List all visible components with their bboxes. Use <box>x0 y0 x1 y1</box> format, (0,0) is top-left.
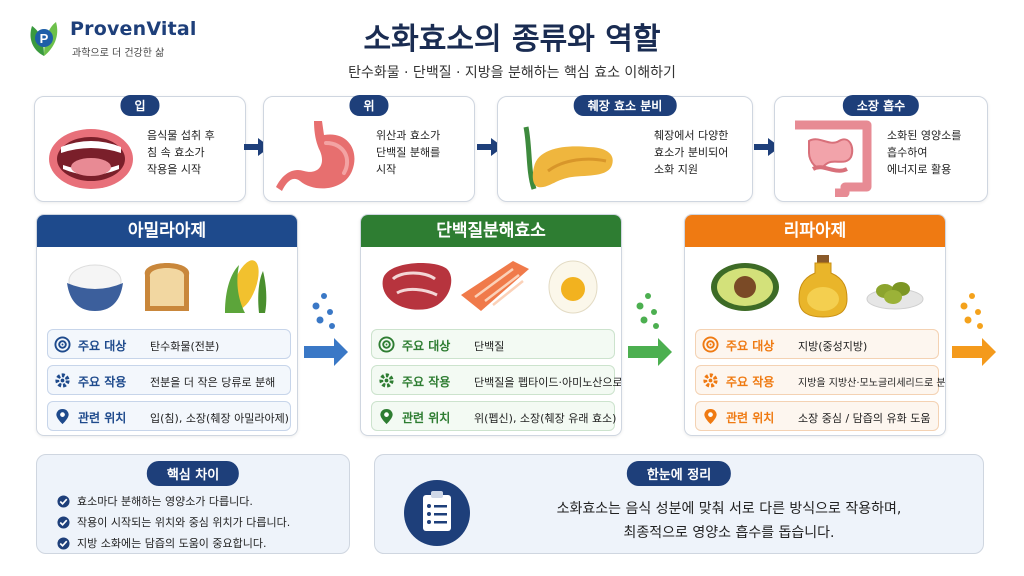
food-illustrations <box>685 247 945 323</box>
enzyme-card-lipase: 리파아제 주요 대상 지방(중성지방) 주요 작용 지방을 지방산·모노글리세리… <box>684 214 946 436</box>
key-difference-list: 효소마다 분해하는 영양소가 다릅니다. 작용이 시작되는 위치와 중심 위치가… <box>57 491 290 554</box>
info-row-target: 주요 대상 지방(중성지방) <box>695 329 939 359</box>
flow-arrow-icon <box>477 138 503 156</box>
leaf-logo-icon: P <box>30 22 58 56</box>
steak-icon <box>382 263 452 310</box>
target-icon <box>54 336 71 353</box>
stage-card-mouth: 입 음식물 섭취 후 침 속 효소가 작용을 시작 <box>34 95 246 202</box>
page-subtitle: 탄수화물 · 단백질 · 지방을 분해하는 핵심 효소 이해하기 <box>348 65 676 81</box>
brand-name: ProvenVital <box>70 18 197 40</box>
stage-description: 췌장에서 다양한 효소가 분비되어 소화 지원 <box>654 129 729 176</box>
salmon-icon <box>461 261 529 311</box>
location-pin-icon <box>56 408 69 425</box>
blue-flow-arrow-icon <box>304 293 348 366</box>
list-item: 작용이 시작되는 위치와 중심 위치가 다릅니다. <box>57 512 290 533</box>
flow-arrow-icon <box>754 138 780 156</box>
stage-title: 위 <box>349 95 389 116</box>
svg-text:P: P <box>40 31 49 46</box>
info-label: 주요 대상 <box>78 339 127 353</box>
enzyme-card-title: 단백질분해효소 <box>361 215 621 247</box>
info-value: 입(침), 소장(췌장 아밀라아제) <box>150 412 289 425</box>
summary-box: 한눈에 정리 소화효소는 음식 성분에 맞춰 서로 다른 방식으로 작용하며, … <box>374 454 984 554</box>
pancreas-icon <box>523 126 613 190</box>
mouth-icon <box>49 129 133 189</box>
info-value: 탄수화물(전분) <box>150 340 220 353</box>
location-pin-icon <box>704 408 717 425</box>
food-illustrations <box>37 247 297 323</box>
info-label: 관련 위치 <box>78 411 127 425</box>
corn-icon <box>225 260 267 313</box>
info-value: 단백질 <box>474 340 505 353</box>
enzyme-card-title: 리파아제 <box>685 215 945 247</box>
stage-title: 입 <box>120 95 160 116</box>
check-circle-icon <box>57 537 70 550</box>
gear-icon <box>379 373 394 388</box>
stage-description: 음식물 섭취 후 침 속 효소가 작용을 시작 <box>147 129 215 176</box>
info-value: 위(펩신), 소장(췌장 유래 효소) <box>474 412 617 425</box>
info-row-location: 관련 위치 입(침), 소장(췌장 아밀라아제) <box>47 401 291 431</box>
info-row-target: 주요 대상 탄수화물(전분) <box>47 329 291 359</box>
olives-icon <box>866 282 924 310</box>
info-label: 주요 작용 <box>78 375 127 389</box>
brand-tagline: 과학으로 더 건강한 삶 <box>72 48 165 59</box>
target-icon <box>702 336 719 353</box>
info-label: 주요 작용 <box>402 375 451 389</box>
gear-icon <box>55 373 70 388</box>
intestine-icon <box>795 120 872 197</box>
info-label: 주요 작용 <box>726 375 775 389</box>
bread-icon <box>144 263 190 311</box>
info-label: 주요 대상 <box>402 339 451 353</box>
stage-card-small-intestine: 소장 흡수 소화된 영양소를 흡수하여 에너지로 활용 <box>774 95 988 202</box>
enzyme-card-title: 아밀라아제 <box>37 215 297 247</box>
key-difference-title: 핵심 차이 <box>146 461 240 486</box>
info-label: 관련 위치 <box>402 411 451 425</box>
clipboard-icon <box>404 480 470 546</box>
check-circle-icon <box>57 516 70 529</box>
food-illustrations <box>361 247 621 323</box>
target-icon <box>378 336 395 353</box>
avocado-icon <box>711 263 779 311</box>
info-row-location: 관련 위치 소장 중심 / 담즙의 유화 도움 <box>695 401 939 431</box>
rice-icon <box>67 264 123 311</box>
stage-title: 소장 흡수 <box>842 95 920 116</box>
info-label: 주요 대상 <box>726 339 775 353</box>
enzyme-card-amylase: 아밀라아제 주요 대상 탄수화물(전분) 주요 작용 전분을 더 작은 당류로 … <box>36 214 298 436</box>
stage-description: 소화된 영양소를 흡수하여 에너지로 활용 <box>887 129 962 176</box>
stage-card-stomach: 위 위산과 효소가 단백질 분해를 시작 <box>263 95 475 202</box>
check-circle-icon <box>57 495 70 508</box>
info-row-location: 관련 위치 위(펩신), 소장(췌장 유래 효소) <box>371 401 617 431</box>
info-value: 지방(중성지방) <box>798 340 868 353</box>
green-flow-arrow-icon <box>628 293 672 366</box>
stomach-icon <box>276 121 355 191</box>
info-row-target: 주요 대상 단백질 <box>371 329 615 359</box>
info-row-action: 주요 작용 지방을 지방산·모노글리세리드로 분해 <box>695 365 945 395</box>
orange-flow-arrow-icon <box>952 293 996 366</box>
info-value: 소장 중심 / 담즙의 유화 도움 <box>798 412 931 425</box>
info-value: 전분을 더 작은 당류로 분해 <box>150 376 276 389</box>
info-row-action: 주요 작용 단백질을 펩타이드·아미노산으로 분해 <box>371 365 621 395</box>
info-value: 단백질을 펩타이드·아미노산으로 분해 <box>474 376 622 389</box>
info-row-action: 주요 작용 전분을 더 작은 당류로 분해 <box>47 365 291 395</box>
summary-text: 소화효소는 음식 성분에 맞춰 서로 다른 방식으로 작용하며, 최종적으로 영… <box>556 501 902 541</box>
info-label: 관련 위치 <box>726 411 775 425</box>
key-difference-box: 핵심 차이 효소마다 분해하는 영양소가 다릅니다. 작용이 시작되는 위치와 … <box>36 454 350 554</box>
brand-logo: P ProvenVital 과학으로 더 건강한 삶 <box>24 14 224 62</box>
oil-bottle-icon <box>798 255 848 318</box>
gear-icon <box>703 373 718 388</box>
list-item: 효소마다 분해하는 영양소가 다릅니다. <box>57 491 290 512</box>
stage-title: 췌장 효소 분비 <box>573 95 677 116</box>
enzyme-card-protease: 단백질분해효소 주요 대상 단백질 주요 작용 단백질을 펩타이드·아미노산으로… <box>360 214 622 436</box>
page-title: 소화효소의 종류와 역할 <box>363 22 661 57</box>
info-value: 지방을 지방산·모노글리세리드로 분해 <box>798 378 946 389</box>
stage-card-pancreas: 췌장 효소 분비 췌장에서 다양한 효소가 분비되어 소화 지원 <box>497 95 753 202</box>
list-item: 지방 소화에는 담즙의 도움이 중요합니다. <box>57 533 290 554</box>
location-pin-icon <box>380 408 393 425</box>
summary-title: 한눈에 정리 <box>626 461 732 486</box>
stage-description: 위산과 효소가 단백질 분해를 시작 <box>376 129 441 176</box>
egg-icon <box>548 260 598 314</box>
